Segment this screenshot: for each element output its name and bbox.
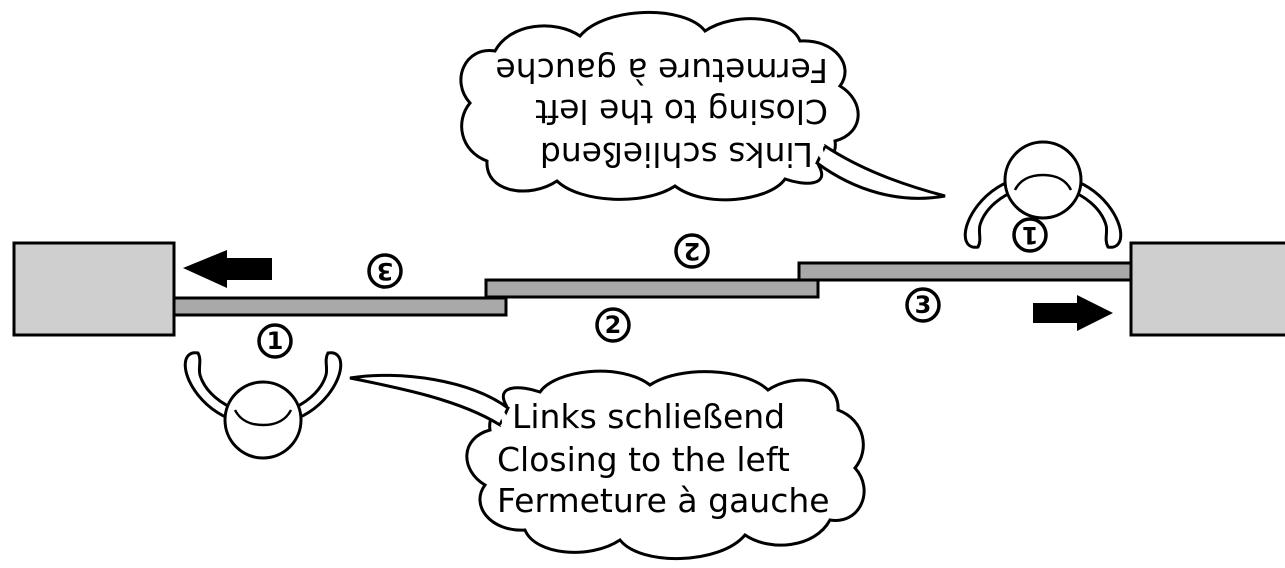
panel-number-3-rotated: 3 <box>367 253 403 289</box>
bubble-top-line-1: Links schließend <box>540 135 813 174</box>
speech-bubble-bottom: Links schließend Closing to the left Fer… <box>349 369 866 561</box>
door-panel-2 <box>484 278 820 299</box>
svg-text:1: 1 <box>267 327 284 355</box>
svg-text:1: 1 <box>1022 221 1039 249</box>
bubble-top-line-2: Closing to the left <box>535 92 828 131</box>
panel-number-1: 1 <box>257 323 293 359</box>
panel-number-3: 3 <box>905 287 941 323</box>
left-wall <box>12 241 176 337</box>
panel-number-2: 2 <box>595 307 631 343</box>
arrow-left-icon <box>183 250 272 288</box>
door-panel-3 <box>797 261 1133 282</box>
door-panel-1 <box>172 296 508 317</box>
panel-number-1-rotated: 1 <box>1012 217 1048 253</box>
right-wall <box>1129 241 1285 337</box>
speech-bubble-top: Links schließend Closing to the left Fer… <box>459 10 946 202</box>
person-bottom-icon <box>183 351 343 460</box>
arrow-right-icon <box>1033 295 1113 331</box>
svg-text:3: 3 <box>915 291 932 319</box>
bubble-bottom-line-1: Links schließend <box>512 397 785 436</box>
bubble-top-line-3: Fermeture à gauche <box>495 51 828 90</box>
svg-text:2: 2 <box>605 311 622 339</box>
bubble-bottom-line-3: Fermeture à gauche <box>497 481 830 520</box>
svg-text:2: 2 <box>684 237 701 265</box>
svg-text:3: 3 <box>377 257 394 285</box>
panel-number-2-rotated: 2 <box>674 233 710 269</box>
bubble-bottom-line-2: Closing to the left <box>497 440 790 479</box>
person-top-icon <box>963 140 1123 249</box>
